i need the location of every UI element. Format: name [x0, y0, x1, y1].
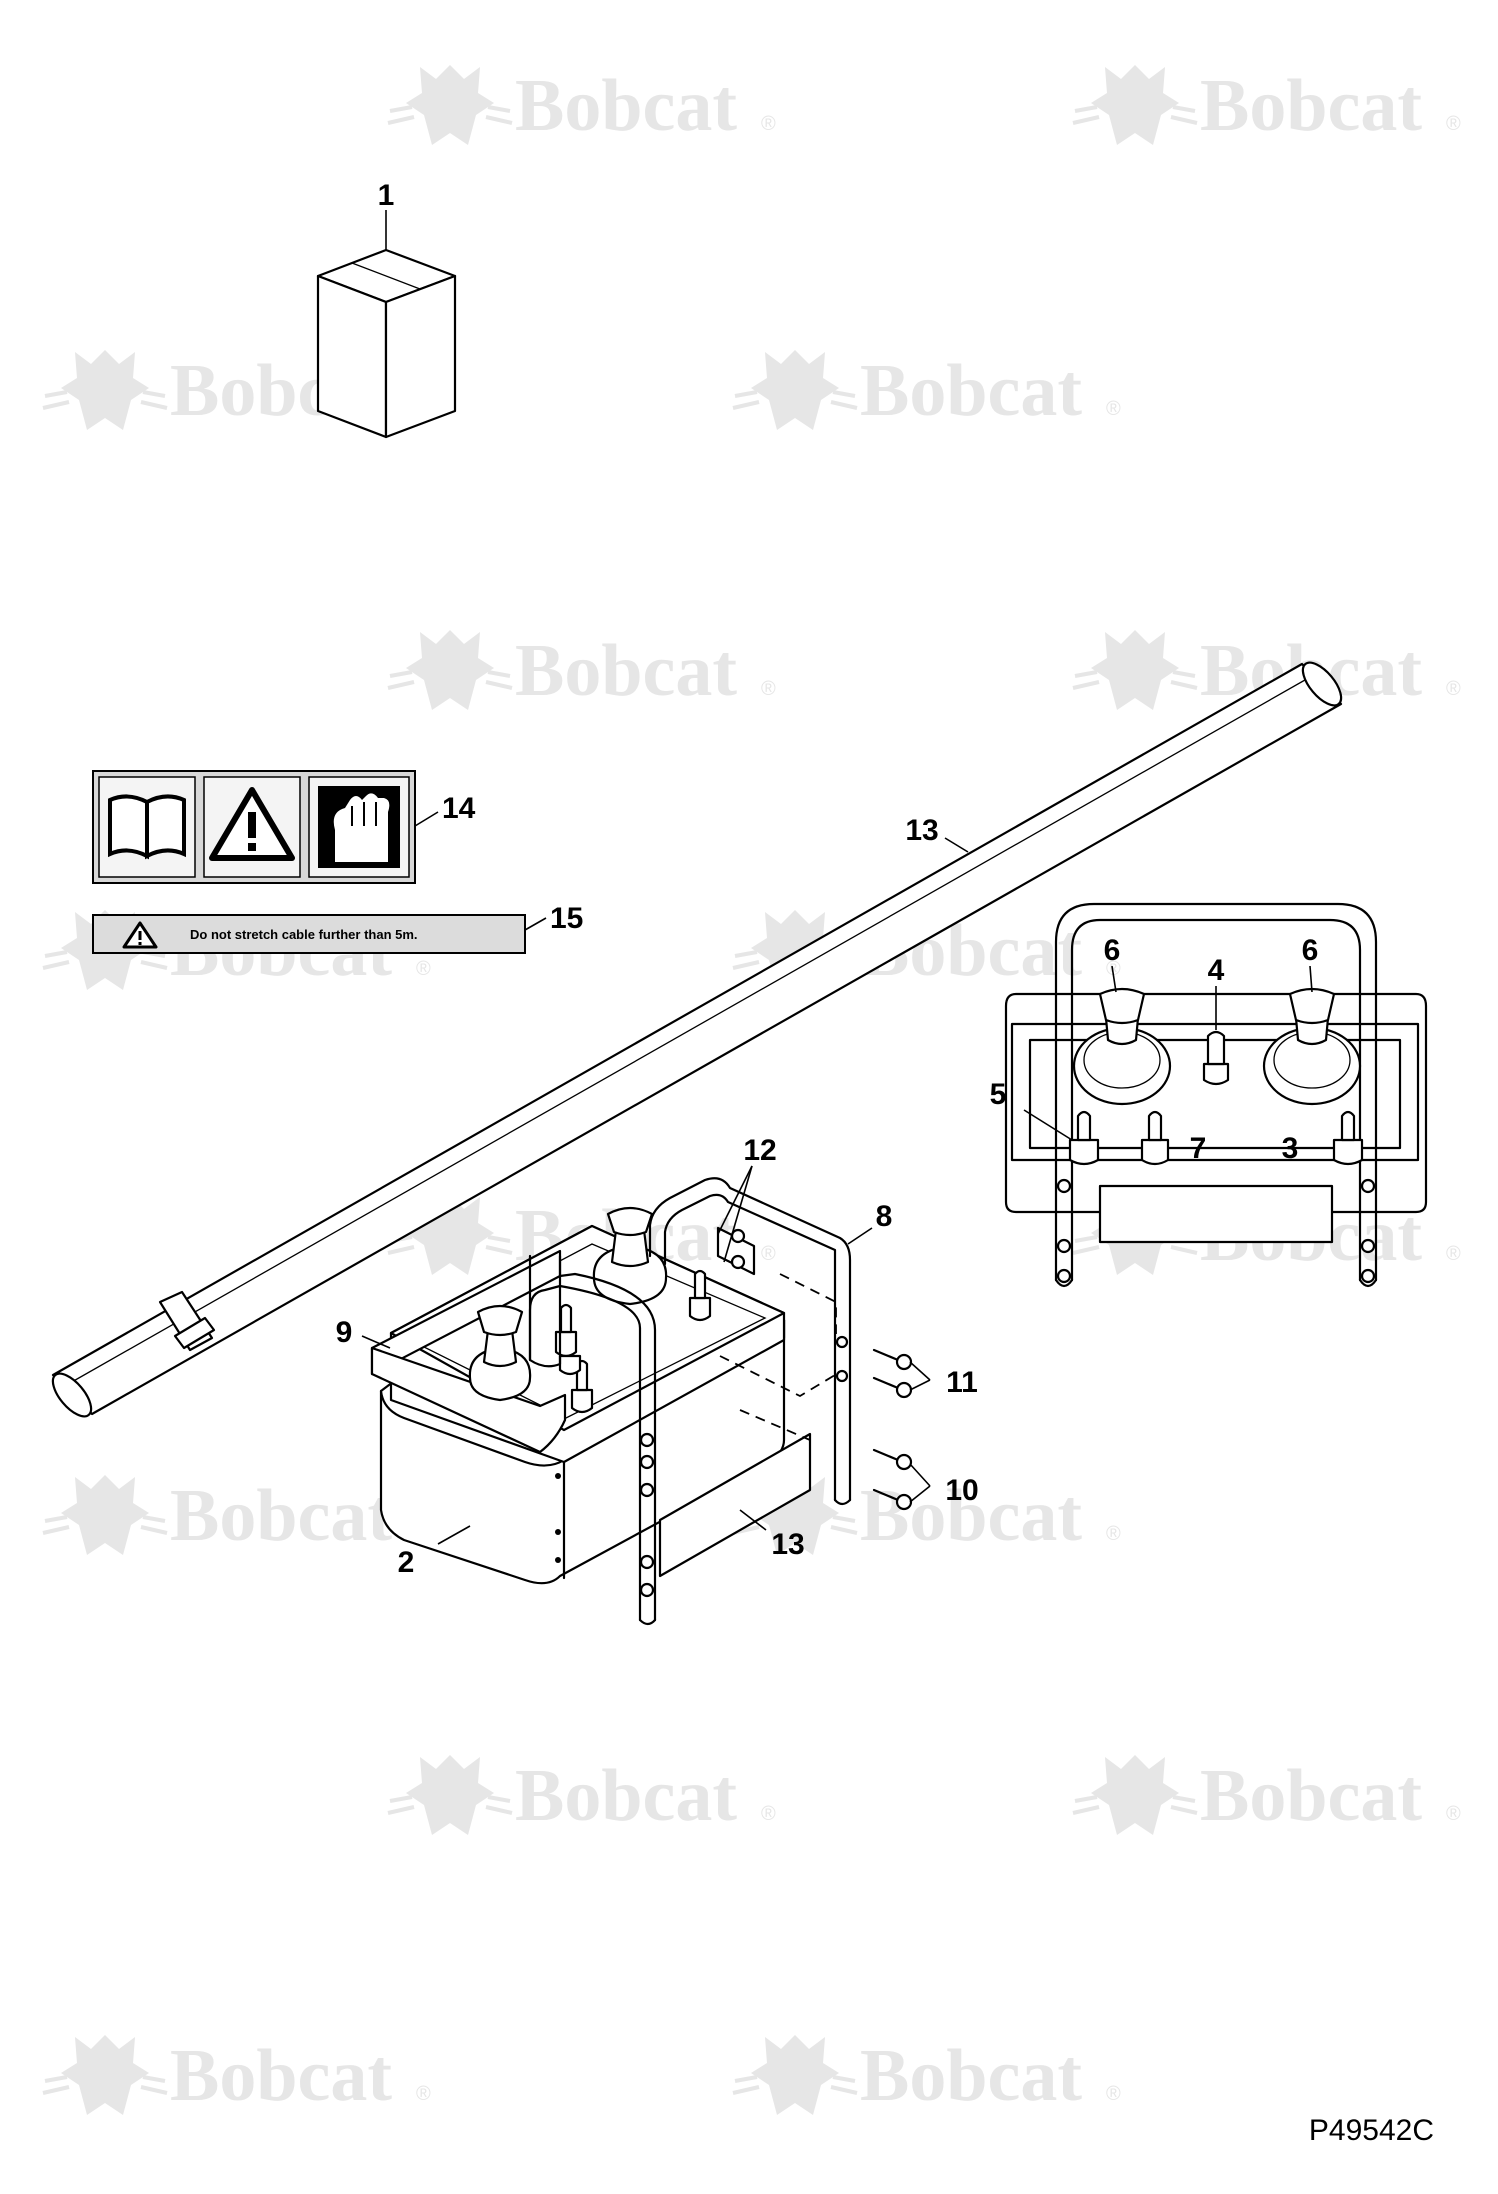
figure-id: P49542C [1309, 2114, 1434, 2147]
part-14-pictogram-decal [92, 770, 416, 884]
watermark-registered-mark: ® [1446, 1803, 1461, 1825]
watermark-registered-mark: ® [1446, 1243, 1461, 1265]
callout-8: 8 [876, 1200, 893, 1233]
callout-10: 10 [945, 1474, 978, 1507]
part-1-carton [316, 248, 457, 439]
watermark-registered-mark: ® [1446, 678, 1461, 700]
callout-12: 12 [743, 1134, 776, 1167]
bobcat-logo-icon [386, 1753, 514, 1837]
screws-11 [872, 1348, 913, 1399]
part-2-control-box [370, 1206, 786, 1585]
watermark-brand-text: Bobcat [1200, 65, 1422, 147]
watermark-brand-text: Bobcat [515, 65, 737, 147]
bobcat-watermark: Bobcat ® [731, 1473, 1121, 1557]
callout-9: 9 [336, 1316, 353, 1349]
callout-6-left: 6 [1104, 934, 1121, 967]
callout-15: 15 [550, 902, 583, 935]
watermark-brand-text: Bobcat [860, 350, 1082, 432]
bobcat-logo-icon [1071, 63, 1199, 147]
watermark-registered-mark: ® [1106, 2083, 1121, 2105]
watermark-registered-mark: ® [1446, 113, 1461, 135]
bobcat-logo-icon [1071, 1753, 1199, 1837]
watermark-registered-mark: ® [761, 678, 776, 700]
leaders-front-view [1023, 965, 1334, 1149]
bobcat-logo-icon [1071, 628, 1199, 712]
bobcat-watermark: Bobcat ® [386, 63, 776, 147]
callout-2: 2 [398, 1546, 415, 1579]
bobcat-watermark: Bobcat® [41, 1473, 431, 1557]
leader-13a [944, 837, 969, 853]
leader-14 [414, 811, 439, 827]
bobcat-logo-icon [731, 348, 859, 432]
warning-triangle-icon [209, 787, 295, 861]
callout-14: 14 [442, 792, 476, 825]
screws-10 [872, 1448, 913, 1511]
bobcat-logo-icon [41, 2033, 169, 2117]
callout-5: 5 [990, 1078, 1007, 1111]
watermark-brand-text: Bobcat [860, 1475, 1082, 1557]
watermark-registered-mark: ® [1106, 1523, 1121, 1545]
callout-13-strap: 13 [905, 814, 938, 847]
bobcat-logo-icon [41, 1473, 169, 1557]
control-box-front-view [1004, 902, 1428, 1288]
manual-book-icon [108, 794, 186, 860]
bobcat-watermark: Bobcat ® [386, 1753, 776, 1837]
watermark-registered-mark: ® [416, 2083, 431, 2105]
bobcat-logo-icon [386, 628, 514, 712]
watermark-registered-mark: ® [416, 958, 431, 980]
watermark-registered-mark: ® [1106, 958, 1121, 980]
callout-1: 1 [378, 179, 395, 212]
bobcat-watermark: Bobcat ® [1071, 63, 1461, 147]
part-13-strap [51, 661, 1343, 1418]
decal-warning-text: Do not stretch cable further than 5m. [190, 927, 418, 942]
watermark-brand-text: Bobcat [1200, 1755, 1422, 1837]
watermark-brand-text: Bobcat [515, 1755, 737, 1837]
part-8-handle-frame [528, 1177, 852, 1626]
callout-7: 7 [1190, 1132, 1207, 1165]
bobcat-watermark: Bobcat ® [731, 348, 1121, 432]
callout-13-plate: 13 [771, 1528, 804, 1561]
bobcat-watermark: Bobcat ® [731, 2033, 1121, 2117]
callout-6-right: 6 [1302, 934, 1319, 967]
watermark-brand-text: Bobcat [170, 1475, 392, 1557]
watermark-registered-mark: ® [761, 113, 776, 135]
callout-4: 4 [1208, 954, 1225, 987]
callout-labels: 1 14 15 13 6 4 6 5 7 3 12 8 9 11 10 2 13 [336, 179, 1319, 1579]
leaders-left-view [361, 1165, 931, 1545]
callout-3: 3 [1282, 1132, 1299, 1165]
watermark-brand-text: Bobcat [170, 2035, 392, 2117]
bobcat-logo-icon [386, 63, 514, 147]
watermark-brand-text: Bobcat [515, 630, 737, 712]
bobcat-watermark: Bobcat ® [1071, 1753, 1461, 1837]
hand-pinch-icon [318, 786, 400, 868]
bobcat-watermark: Bobcat ® [386, 628, 776, 712]
bobcat-logo-icon [731, 2033, 859, 2117]
callout-11: 11 [946, 1366, 978, 1399]
watermark-registered-mark: ® [761, 1243, 776, 1265]
watermark-brand-text: Bobcat [860, 2035, 1082, 2117]
warning-triangle-small-icon [122, 921, 158, 949]
watermark-registered-mark: ® [1106, 398, 1121, 420]
bobcat-watermark: Bobcat ® [41, 2033, 431, 2117]
leader-15 [524, 917, 547, 931]
part-15-warning-decal: Do not stretch cable further than 5m. [92, 914, 526, 954]
watermark-registered-mark: ® [761, 1803, 776, 1825]
bobcat-logo-icon [41, 348, 169, 432]
